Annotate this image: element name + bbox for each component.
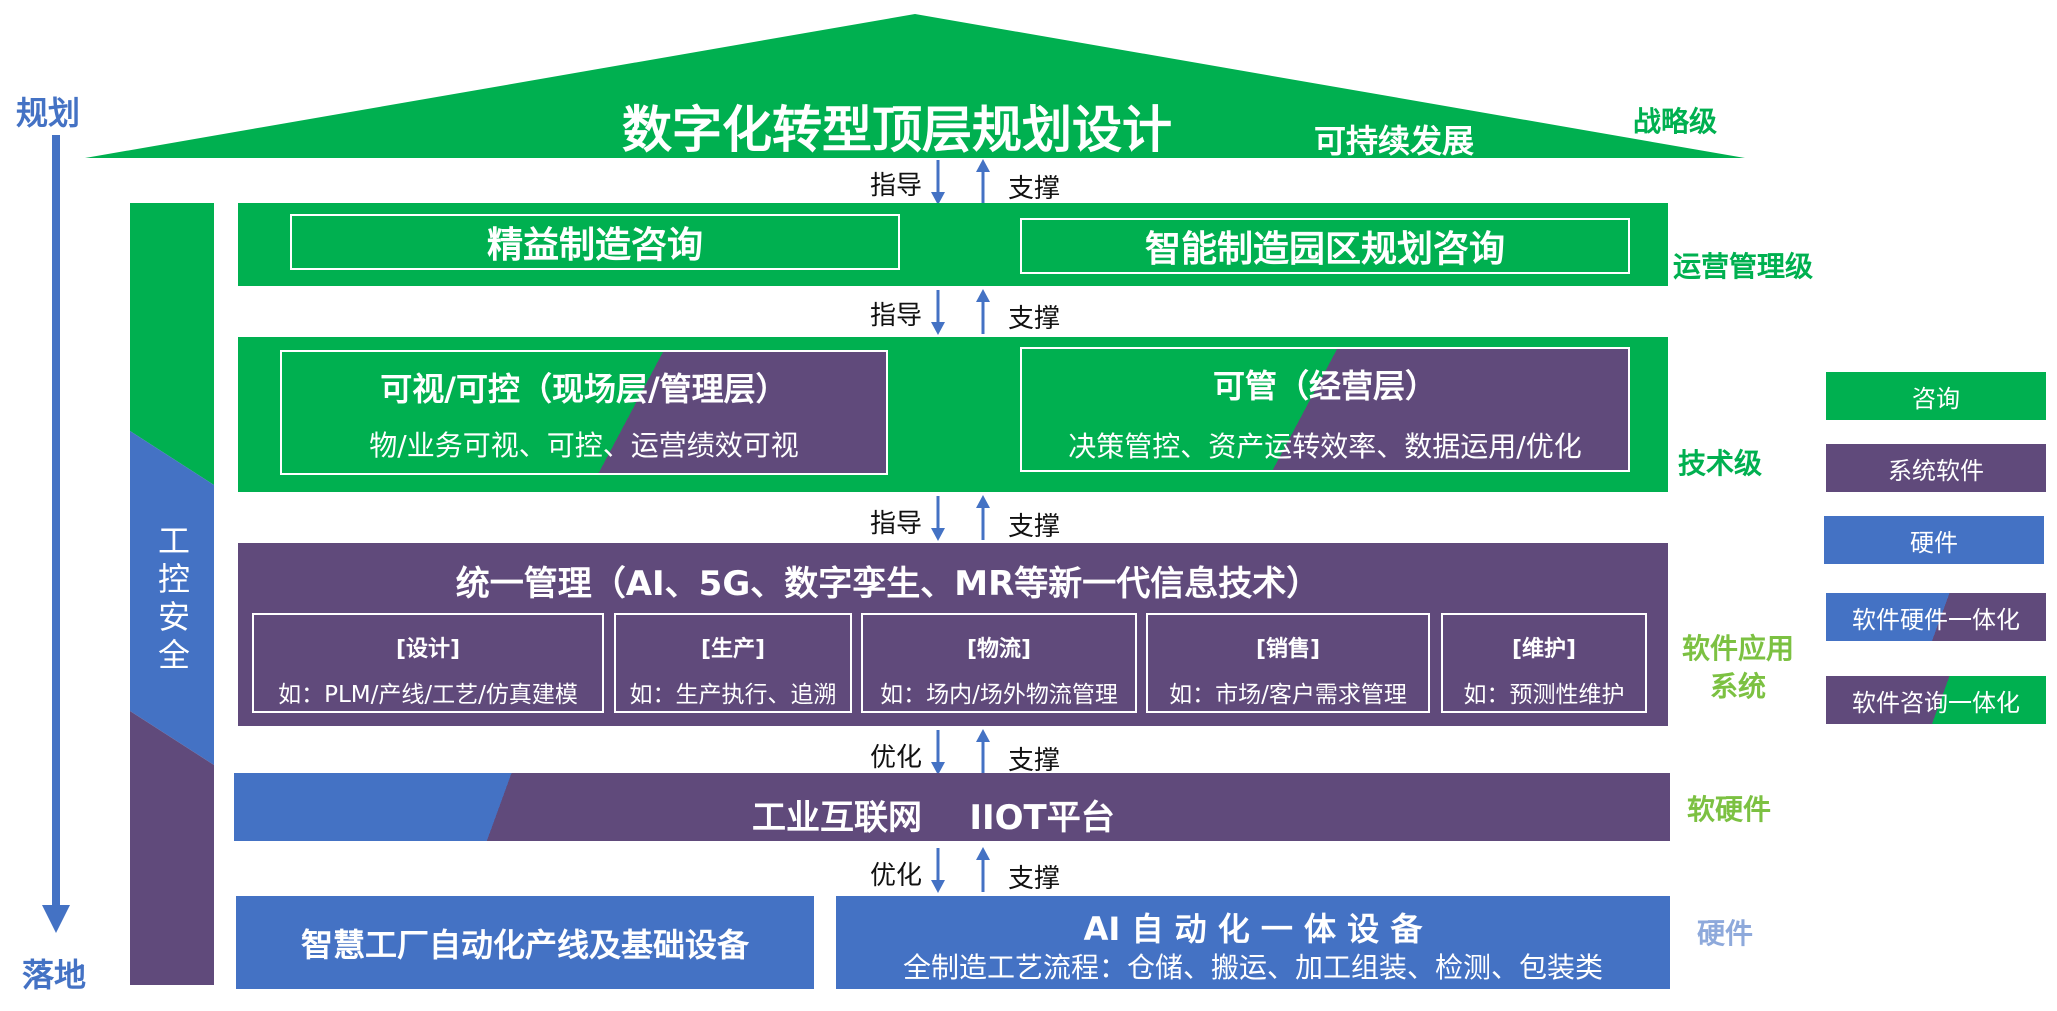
ops-lean-box: 精益制造咨询 (290, 214, 900, 270)
level-hardware: 硬件 (1697, 917, 1754, 950)
arrow3-down-label: 指导 (870, 509, 923, 539)
arrow4-up-label: 支撑 (1008, 746, 1061, 776)
level-operations: 运营管理级 (1673, 250, 1814, 283)
level-software-line2: 系统 (1709, 670, 1766, 703)
arrow1-up-icon (976, 159, 990, 204)
tech-visual-sub: 物/业务可视、可控、运营绩效可视 (369, 429, 799, 462)
arrow2-down-icon (931, 290, 945, 335)
roof-subtitle: 可持续发展 (1314, 122, 1475, 160)
software-module: [设计] 如：PLM/产线/工艺/仿真建模 (252, 613, 604, 713)
roof-triangle (85, 14, 1745, 158)
arrow4-down-icon (931, 730, 945, 775)
level-strategic: 战略级 (1633, 105, 1718, 138)
software-module-name: [销售] (1255, 637, 1321, 662)
roof-title: 数字化转型顶层规划设计 (622, 101, 1172, 159)
legend-item: 系统软件 (1826, 444, 2046, 492)
software-module-name: [生产] (700, 637, 766, 662)
ops-park-label: 智能制造园区规划咨询 (1144, 229, 1505, 270)
security-text: 工控安全 (153, 524, 191, 676)
arrow2-up-icon (976, 289, 990, 334)
legend-item: 咨询 (1826, 372, 2046, 420)
tech-manage-box: 可管（经营层） 决策管控、资产运转效率、数据运用/优化 (1020, 347, 1630, 472)
ops-park-box: 智能制造园区规划咨询 (1020, 218, 1630, 274)
arrow5-down-icon (931, 848, 945, 893)
level-software: 软件应用 系统 (1673, 630, 1803, 706)
arrow5-down-label: 优化 (870, 861, 923, 891)
software-title: 统一管理（AI、5G、数字孪生、MR等新一代信息技术） (455, 564, 1321, 604)
arrow4-up-icon (976, 729, 990, 774)
iiot-band (234, 773, 1670, 841)
arrow4-down-label: 优化 (870, 743, 923, 773)
arrow1-up-label: 支撑 (1008, 174, 1061, 204)
legend-item: 软件硬件一体化 (1826, 593, 2046, 641)
tech-visual-title: 可视/可控（现场层/管理层） (380, 370, 788, 408)
software-module-name: [物流] (966, 637, 1032, 662)
level-software-line1: 软件应用 (1681, 632, 1794, 665)
hardware-factory-box: 智慧工厂自动化产线及基础设备 (236, 896, 814, 989)
level-iiot: 软硬件 (1687, 793, 1772, 826)
arrow3-up-label: 支撑 (1008, 512, 1061, 542)
plan-to-ground-arrow (42, 135, 70, 933)
tech-visual-box: 可视/可控（现场层/管理层） 物/业务可视、可控、运营绩效可视 (280, 350, 888, 475)
legend-item: 软件咨询一体化 (1826, 676, 2046, 724)
ops-lean-label: 精益制造咨询 (486, 225, 703, 266)
software-module-desc: 如：预测性维护 (1463, 682, 1625, 708)
hardware-ai-title: AI 自 动 化 一 体 设 备 (1083, 910, 1423, 948)
tech-manage-sub: 决策管控、资产运转效率、数据运用/优化 (1068, 430, 1582, 463)
level-technical: 技术级 (1678, 447, 1763, 480)
legend-item: 硬件 (1824, 516, 2044, 564)
hardware-ai-sub: 全制造工艺流程：仓储、搬运、加工组装、检测、包装类 (902, 951, 1603, 984)
software-module-desc: 如：场内/场外物流管理 (880, 682, 1118, 708)
software-module-name: [维护] (1511, 637, 1577, 662)
software-module: [维护] 如：预测性维护 (1441, 613, 1647, 713)
hardware-factory-label: 智慧工厂自动化产线及基础设备 (300, 925, 749, 964)
software-module-desc: 如：市场/客户需求管理 (1169, 682, 1407, 708)
hardware-ai-box: AI 自 动 化 一 体 设 备 全制造工艺流程：仓储、搬运、加工组装、检测、包… (836, 896, 1670, 989)
software-module-desc: 如：PLM/产线/工艺/仿真建模 (278, 682, 578, 708)
software-module-name: [设计] (395, 637, 461, 662)
software-module: [生产] 如：生产执行、追溯 (614, 613, 852, 713)
software-module: [销售] 如：市场/客户需求管理 (1146, 613, 1430, 713)
arrow2-down-label: 指导 (870, 301, 923, 331)
arrow5-up-label: 支撑 (1008, 864, 1061, 894)
security-column (130, 203, 214, 985)
software-module-desc: 如：生产执行、追溯 (629, 682, 837, 708)
arrow1-down-label: 指导 (870, 171, 923, 201)
arrow5-up-icon (976, 847, 990, 892)
arrow2-up-label: 支撑 (1008, 304, 1061, 334)
iiot-title: 工业互联网 IIOT平台 (752, 798, 1115, 838)
side-label-ground: 落地 (22, 956, 87, 994)
tech-manage-title: 可管（经营层） (1212, 367, 1437, 405)
security-label: 工控安全 (148, 510, 196, 690)
arrow3-up-icon (976, 495, 990, 540)
software-module: [物流] 如：场内/场外物流管理 (861, 613, 1137, 713)
arrow1-down-icon (931, 160, 945, 205)
side-label-plan: 规划 (16, 94, 81, 132)
arrow3-down-icon (931, 496, 945, 541)
